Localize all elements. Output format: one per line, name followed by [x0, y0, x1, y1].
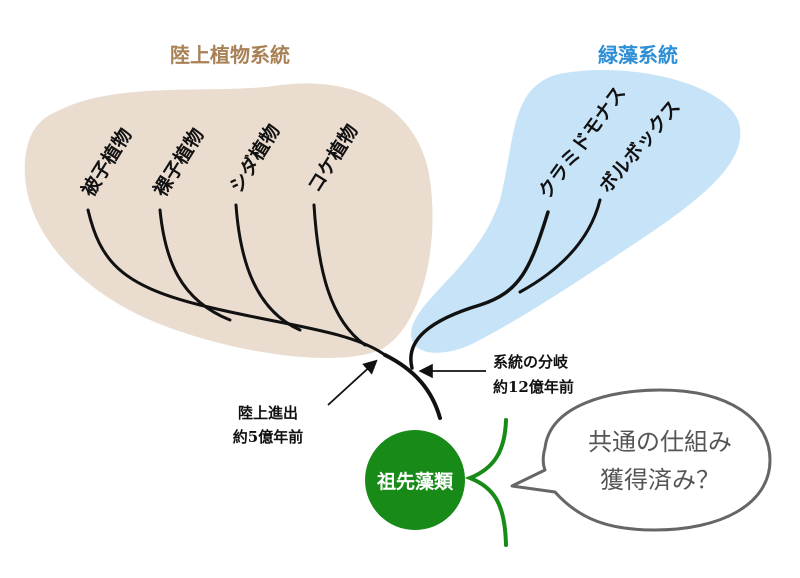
branch-chlamydomonas	[409, 210, 550, 370]
land-annotation-line1: 陸上進出	[238, 404, 298, 422]
branch-fern	[234, 203, 302, 332]
land-plant-region	[24, 83, 433, 359]
land-arrow	[327, 359, 378, 406]
trunk	[383, 353, 442, 420]
green-algae-region	[411, 70, 741, 353]
ancestor-sprout	[464, 418, 508, 547]
split-annotation-line1: 系統の分岐	[493, 353, 569, 371]
bubble-line1: 共通の仕組み	[588, 428, 732, 456]
land-plant-title: 陸上植物系統	[170, 43, 290, 67]
branch-volvox	[518, 198, 602, 294]
green-algae-title: 緑藻系統	[598, 43, 678, 67]
bubble-line2: 獲得済み？	[600, 466, 720, 494]
branch-moss	[312, 203, 367, 347]
land-annotation-line2: 約5億年前	[233, 428, 303, 446]
branch-angiosperm	[86, 208, 387, 357]
split-annotation-line2: 約12億年前	[493, 378, 574, 396]
branch-gymnosperm	[158, 208, 232, 322]
ancestor-label: 祖先藻類	[376, 470, 454, 493]
speech-bubble	[510, 388, 772, 532]
ancestor-circle	[365, 430, 465, 530]
